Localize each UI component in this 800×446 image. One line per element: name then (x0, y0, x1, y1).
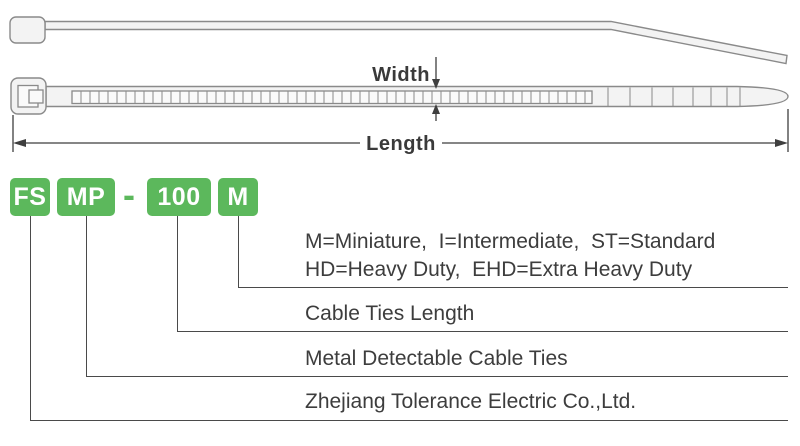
strap-divider-lines (607, 87, 741, 106)
length-arrowhead-left (13, 139, 26, 147)
connector-length (177, 216, 788, 332)
side-strap (44, 20, 788, 65)
legend-length-label: Cable Ties Length (305, 302, 475, 325)
legend-company-label: Zhejiang Tolerance Electric Co.,Ltd. (305, 390, 637, 413)
part-number-separator: - (123, 174, 135, 215)
side-head (9, 16, 46, 44)
strap-teeth-lines (80, 91, 586, 103)
legend-size-line2: HD=Heavy Duty, EHD=Extra Heavy Duty (305, 258, 693, 281)
head-pawl-inner (28, 89, 44, 104)
length-arrowhead-right (775, 139, 788, 147)
tie-side-view (9, 16, 788, 65)
tie-top-view (10, 77, 789, 115)
connector-size (238, 216, 788, 288)
legend-size-line1: M=Miniature, I=Intermediate, ST=Standard (305, 230, 716, 253)
badge-series: MP (57, 178, 115, 216)
strap-teeth-band (71, 90, 593, 105)
badge-length: 100 (147, 178, 211, 216)
length-annotation: Length (12, 109, 789, 155)
width-arrowhead-up (432, 104, 440, 114)
connector-brand (30, 216, 788, 421)
badge-brand: FS (10, 178, 50, 216)
width-label: Width (372, 64, 430, 86)
legend-series-label: Metal Detectable Cable Ties (305, 347, 568, 370)
connector-series (86, 216, 788, 377)
badge-size: M (218, 178, 258, 216)
cable-tie-diagram: Width Length (9, 16, 789, 155)
width-arrowhead-down (432, 79, 440, 89)
length-label: Length (366, 133, 436, 155)
width-annotation: Width (372, 57, 440, 121)
